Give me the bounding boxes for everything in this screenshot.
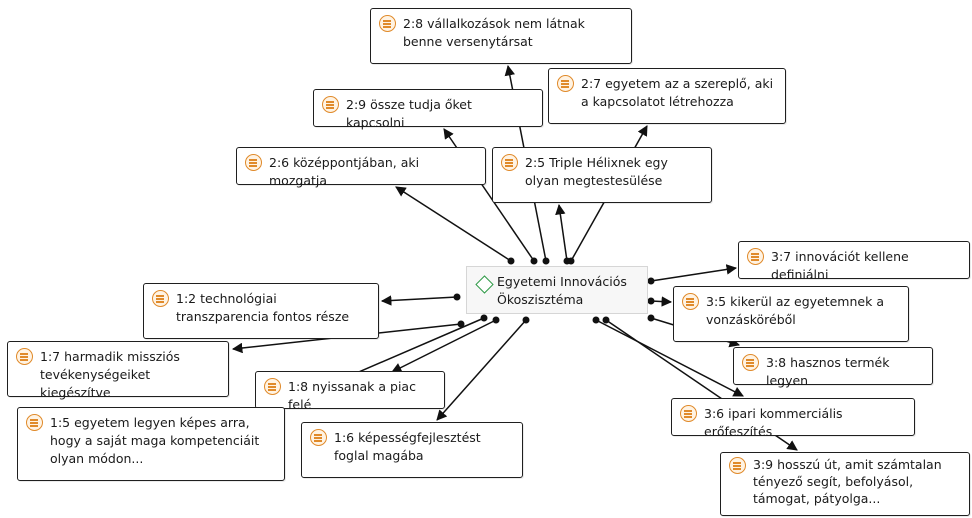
quotation-document-icon xyxy=(742,354,759,371)
quotation-document-icon xyxy=(747,248,764,265)
link-anchor-dot xyxy=(647,277,655,285)
quote-node-3-8[interactable]: 3:8 hasznos termék legyen xyxy=(733,347,933,388)
quotation-document-icon xyxy=(729,457,746,474)
quotation-document-icon xyxy=(322,96,339,113)
link-to-1-2 xyxy=(380,295,458,306)
link-anchor-dot xyxy=(457,320,465,328)
quote-id: 1:6 xyxy=(334,430,355,445)
quotation-document-icon xyxy=(245,154,262,171)
quote-id: 3:7 xyxy=(771,249,792,264)
link-anchor-dot xyxy=(507,257,515,265)
quote-text: innovációt kellene definiálni xyxy=(771,249,909,282)
quote-text: középpontjában, aki mozgatja xyxy=(269,155,420,188)
quote-id: 3:8 xyxy=(766,355,787,370)
quotation-document-icon xyxy=(682,293,699,310)
code-diamond-icon xyxy=(475,275,494,294)
quotation-document-icon xyxy=(557,75,574,92)
quote-id: 3:6 xyxy=(704,406,725,421)
link-anchor-dot xyxy=(542,257,550,265)
quote-node-2-6[interactable]: 2:6 középpontjában, aki mozgatja xyxy=(236,147,486,188)
quote-node-3-7[interactable]: 3:7 innovációt kellene definiálni xyxy=(738,241,970,282)
quotation-document-icon xyxy=(310,429,327,446)
link-to-3-6 xyxy=(595,319,744,397)
quote-text: hosszú út, amit számtalan tényező segít,… xyxy=(753,457,942,506)
quote-text: technológiai transzparencia fontos része xyxy=(176,291,350,324)
center-code-label: Egyetemi Innovációs Ökoszisztéma xyxy=(497,274,627,307)
quote-id: 2:7 xyxy=(581,76,602,91)
quote-text: vállalkozások nem látnak benne versenytá… xyxy=(403,16,585,49)
quote-node-1-2[interactable]: 1:2 technológiai transzparencia fontos r… xyxy=(143,283,379,339)
link-to-2-5 xyxy=(555,203,568,262)
quote-text: Triple Hélixnek egy olyan megtestesülése xyxy=(525,155,668,188)
link-anchor-dot xyxy=(492,316,500,324)
link-to-2-6 xyxy=(395,186,512,262)
quote-node-3-9[interactable]: 3:9 hosszú út, amit számtalan tényező se… xyxy=(720,452,970,516)
quote-id: 2:5 xyxy=(525,155,546,170)
center-code-node[interactable]: Egyetemi Innovációs Ökoszisztéma xyxy=(466,266,648,314)
link-to-1-6 xyxy=(436,319,527,421)
quotation-document-icon xyxy=(16,348,33,365)
quote-id: 2:9 xyxy=(346,97,367,112)
quote-id: 3:5 xyxy=(706,294,727,309)
quote-node-2-9[interactable]: 2:9 össze tudja őket kapcsolni xyxy=(313,89,543,130)
quote-node-1-6[interactable]: 1:6 képességfejlesztést foglal magába xyxy=(301,422,523,478)
link-anchor-dot xyxy=(563,257,571,265)
link-anchor-dot xyxy=(592,316,600,324)
quote-text: nyissanak a piac felé xyxy=(288,379,416,412)
quote-id: 1:8 xyxy=(288,379,309,394)
link-anchor-dot xyxy=(647,314,655,322)
quote-text: hasznos termék legyen xyxy=(766,355,890,388)
quote-text: össze tudja őket kapcsolni xyxy=(346,97,472,130)
quote-node-1-8[interactable]: 1:8 nyissanak a piac felé xyxy=(255,371,445,412)
quotation-document-icon xyxy=(264,378,281,395)
quote-node-2-7[interactable]: 2:7 egyetem az a szereplő, aki a kapcsol… xyxy=(548,68,786,124)
quote-node-2-5[interactable]: 2:5 Triple Hélixnek egy olyan megtestesü… xyxy=(492,147,712,203)
quote-node-3-6[interactable]: 3:6 ipari kommerciális erőfeszítés xyxy=(671,398,915,439)
link-to-1-8 xyxy=(391,319,497,373)
link-anchor-dot xyxy=(453,293,461,301)
link-anchor-dot xyxy=(522,316,530,324)
quote-id: 1:2 xyxy=(176,291,197,306)
quotation-document-icon xyxy=(501,154,518,171)
quote-id: 1:7 xyxy=(40,349,61,364)
quote-text: ipari kommerciális erőfeszítés xyxy=(704,406,843,439)
link-anchor-dot xyxy=(530,257,538,265)
quote-id: 2:8 xyxy=(403,16,424,31)
quotation-document-icon xyxy=(379,15,396,32)
quote-id: 2:6 xyxy=(269,155,290,170)
quote-text: képességfejlesztést foglal magába xyxy=(334,430,481,463)
link-anchor-dot xyxy=(602,316,610,324)
quote-node-1-7[interactable]: 1:7 harmadik missziós tevékenységeiket k… xyxy=(7,341,229,400)
quote-id: 3:9 xyxy=(753,457,774,472)
quote-text: egyetem legyen képes arra, hogy a saját … xyxy=(50,415,260,466)
quotation-document-icon xyxy=(152,290,169,307)
quote-node-2-8[interactable]: 2:8 vállalkozások nem látnak benne verse… xyxy=(370,8,632,64)
quote-node-3-5[interactable]: 3:5 kikerül az egyetemnek a vonzáskörébő… xyxy=(673,286,909,342)
quotation-document-icon xyxy=(680,405,697,422)
link-anchor-dot xyxy=(647,297,655,305)
quotation-document-icon xyxy=(26,414,43,431)
quote-node-1-5[interactable]: 1:5 egyetem legyen képes arra, hogy a sa… xyxy=(17,407,285,481)
quote-text: kikerül az egyetemnek a vonzásköréből xyxy=(706,294,884,327)
quote-id: 1:5 xyxy=(50,415,71,430)
link-to-3-7 xyxy=(650,264,738,282)
quote-text: harmadik missziós tevékenységeiket kiegé… xyxy=(40,349,180,400)
link-anchor-dot xyxy=(480,314,488,322)
quote-text: egyetem az a szereplő, aki a kapcsolatot… xyxy=(581,76,774,109)
